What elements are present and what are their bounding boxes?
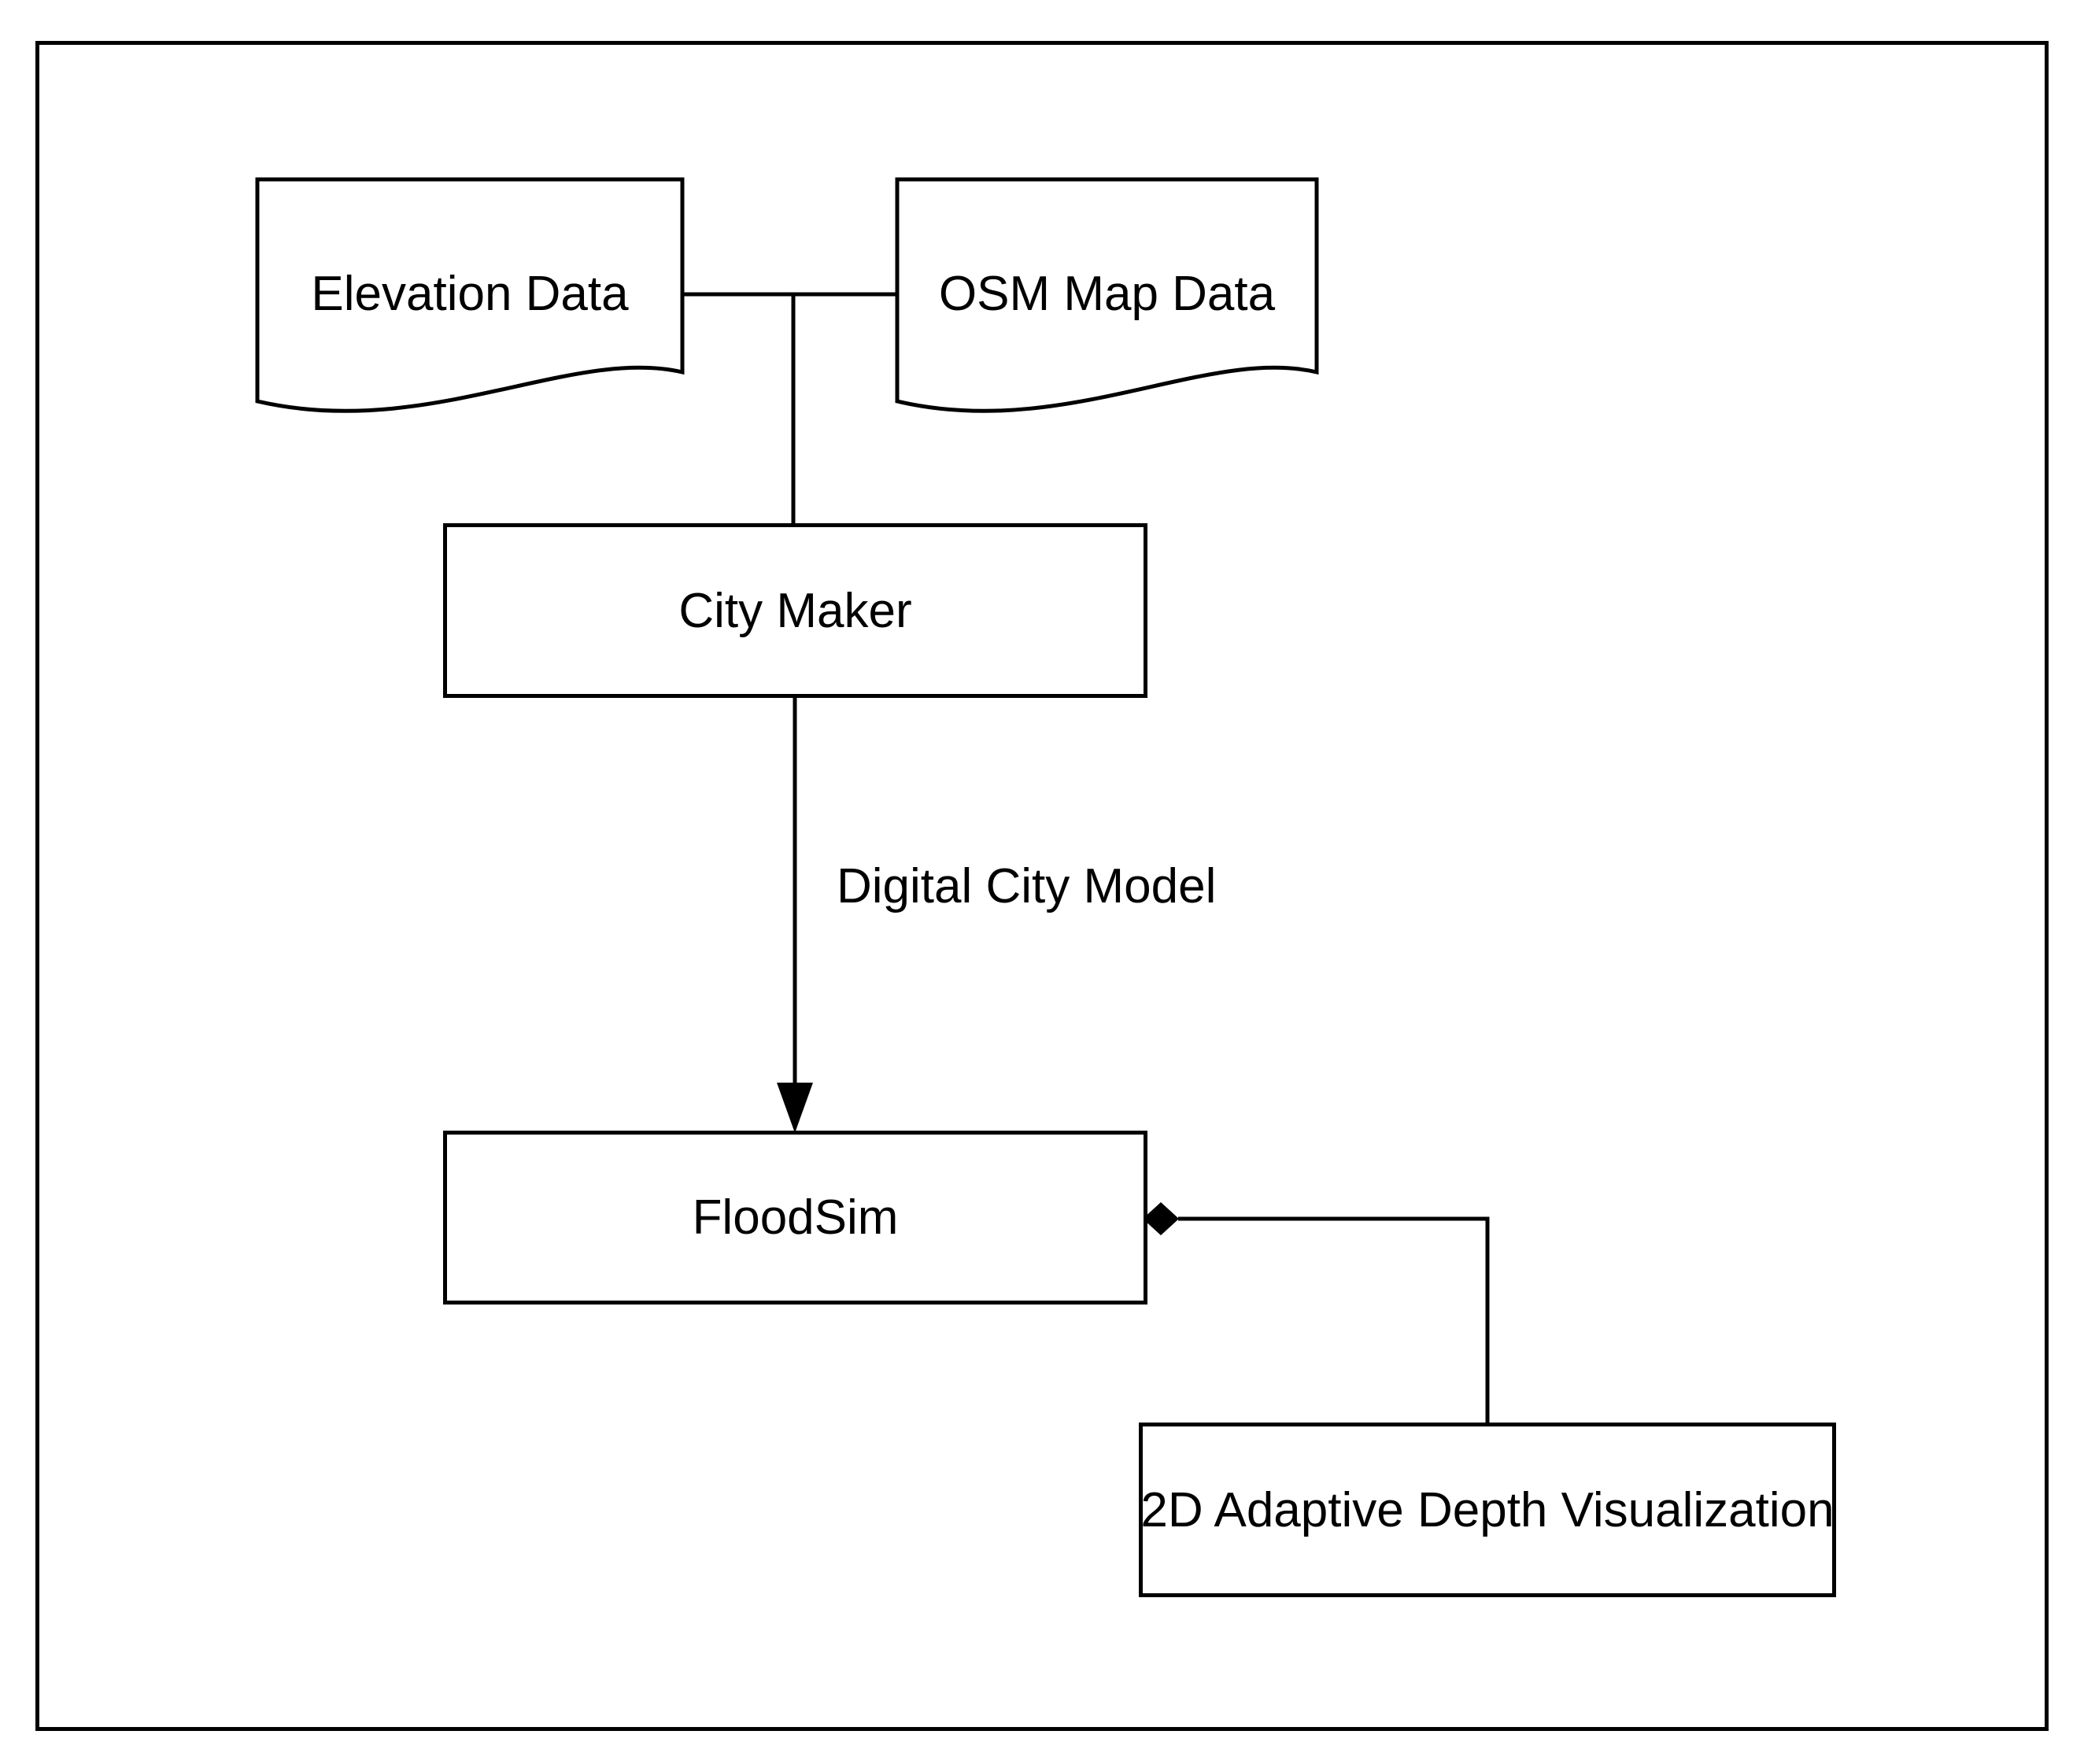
document-shape-osm — [895, 177, 1319, 413]
node-elevation-data-label: Elevation Data — [311, 266, 629, 321]
node-2d-adaptive-depth-visualization-label: 2D Adaptive Depth Visualization — [1140, 1482, 1835, 1537]
node-2d-adaptive-depth-visualization: 2D Adaptive Depth Visualization — [1139, 1423, 1836, 1597]
node-osm-map-data-label: OSM Map Data — [938, 266, 1276, 321]
node-city-maker: City Maker — [443, 523, 1147, 698]
arrowhead-icon — [777, 1083, 813, 1133]
edge-floodsim-to-viz2d — [1178, 1216, 1490, 1426]
edge-label-digital-city-model: Digital City Model — [837, 859, 1217, 913]
node-elevation-data: Elevation Data — [257, 179, 682, 408]
composition-diamond-icon — [1143, 1202, 1179, 1235]
node-floodsim: FloodSim — [443, 1131, 1147, 1305]
node-city-maker-label: City Maker — [678, 583, 912, 638]
node-floodsim-label: FloodSim — [692, 1190, 899, 1245]
node-osm-map-data: OSM Map Data — [897, 179, 1317, 408]
document-shape-elevation — [255, 177, 685, 413]
